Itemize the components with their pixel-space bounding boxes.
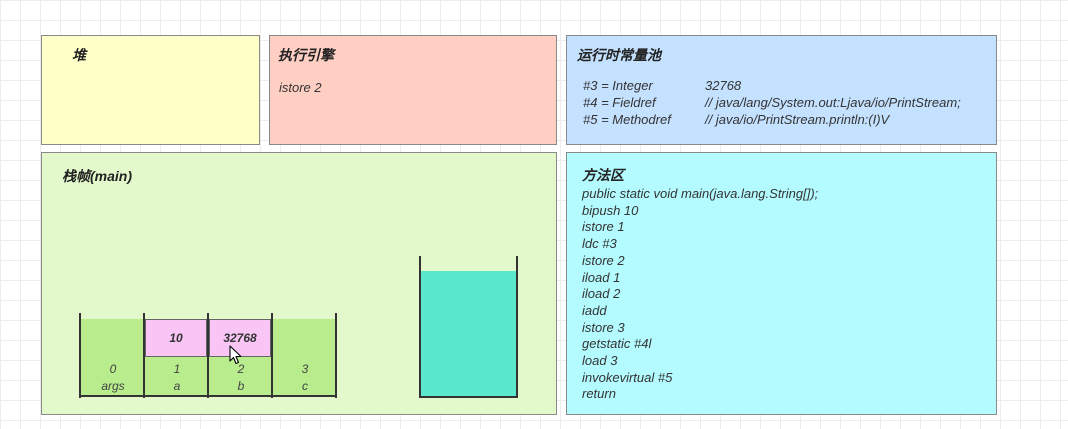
constant-pool-panel: 运行时常量池 #3 = Integer 32768 #4 = Fieldref …	[566, 35, 997, 145]
bytecode-line: load 3	[582, 353, 618, 369]
bytecode-line: getstatic #4l	[582, 336, 652, 352]
slot-divider	[207, 313, 209, 398]
operand-stack-wall	[419, 256, 421, 398]
slot-floor	[80, 395, 337, 397]
execution-engine-title: 执行引擎	[278, 47, 334, 63]
bytecode-line: iload 1	[582, 269, 621, 285]
operand-stack-wall	[516, 256, 518, 398]
local-var-slot-3	[273, 319, 337, 395]
constant-pool-ref: #5 = Methodref	[583, 112, 671, 127]
slot-divider	[79, 313, 81, 398]
local-var-index: 2	[237, 362, 245, 376]
local-var-name: b	[237, 379, 245, 393]
method-area-title: 方法区	[582, 167, 624, 183]
bytecode-line: return	[582, 386, 616, 402]
stack-frame-title: 栈帧(main)	[62, 168, 132, 184]
bytecode-line: ldc #3	[582, 236, 617, 252]
bytecode-line: istore 2	[582, 252, 625, 268]
execution-engine-panel: 执行引擎 istore 2	[269, 35, 557, 145]
constant-pool-value: // java/io/PrintStream.println:(I)V	[705, 112, 890, 127]
heap-title: 堆	[72, 47, 86, 63]
bytecode-line: bipush 10	[582, 202, 639, 218]
stack-frame-panel: 栈帧(main) 10 32768 0 1 2 3 args a b c	[41, 152, 557, 415]
local-var-name: args	[101, 379, 125, 393]
slot-divider	[143, 313, 145, 398]
slot-divider	[335, 313, 337, 398]
constant-pool-ref: #3 = Integer	[583, 78, 653, 93]
local-var-slot-0	[81, 319, 145, 395]
bytecode-line: iload 2	[582, 286, 621, 302]
bytecode-line: istore 1	[582, 219, 625, 235]
bytecode-line: iadd	[582, 302, 607, 318]
local-var-value-b: 32768	[209, 319, 271, 357]
local-var-name: c	[302, 379, 308, 393]
bytecode-line: invokevirtual #5	[582, 369, 673, 385]
heap-panel: 堆	[41, 35, 260, 145]
local-var-name: a	[173, 379, 181, 393]
method-area-panel: 方法区 public static void main(java.lang.St…	[566, 152, 997, 415]
local-var-index: 1	[173, 362, 181, 376]
constant-pool-title: 运行时常量池	[577, 47, 661, 63]
local-var-index: 3	[301, 362, 309, 376]
bytecode-line: public static void main(java.lang.String…	[582, 186, 819, 201]
local-var-index: 0	[109, 362, 117, 376]
bytecode-line: istore 3	[582, 319, 625, 335]
bytecode-listing: public static void main(java.lang.String…	[582, 186, 818, 403]
constant-pool-ref: #4 = Fieldref	[583, 95, 656, 110]
mouse-pointer-icon	[229, 345, 242, 365]
slot-divider	[271, 313, 273, 398]
constant-pool-value: 32768	[705, 78, 742, 93]
current-instruction: istore 2	[279, 80, 322, 95]
local-var-value-a: 10	[145, 319, 207, 357]
constant-pool-value: // java/lang/System.out:Ljava/io/PrintSt…	[705, 95, 961, 110]
operand-stack-floor	[419, 396, 518, 398]
operand-stack-fill	[421, 271, 516, 396]
